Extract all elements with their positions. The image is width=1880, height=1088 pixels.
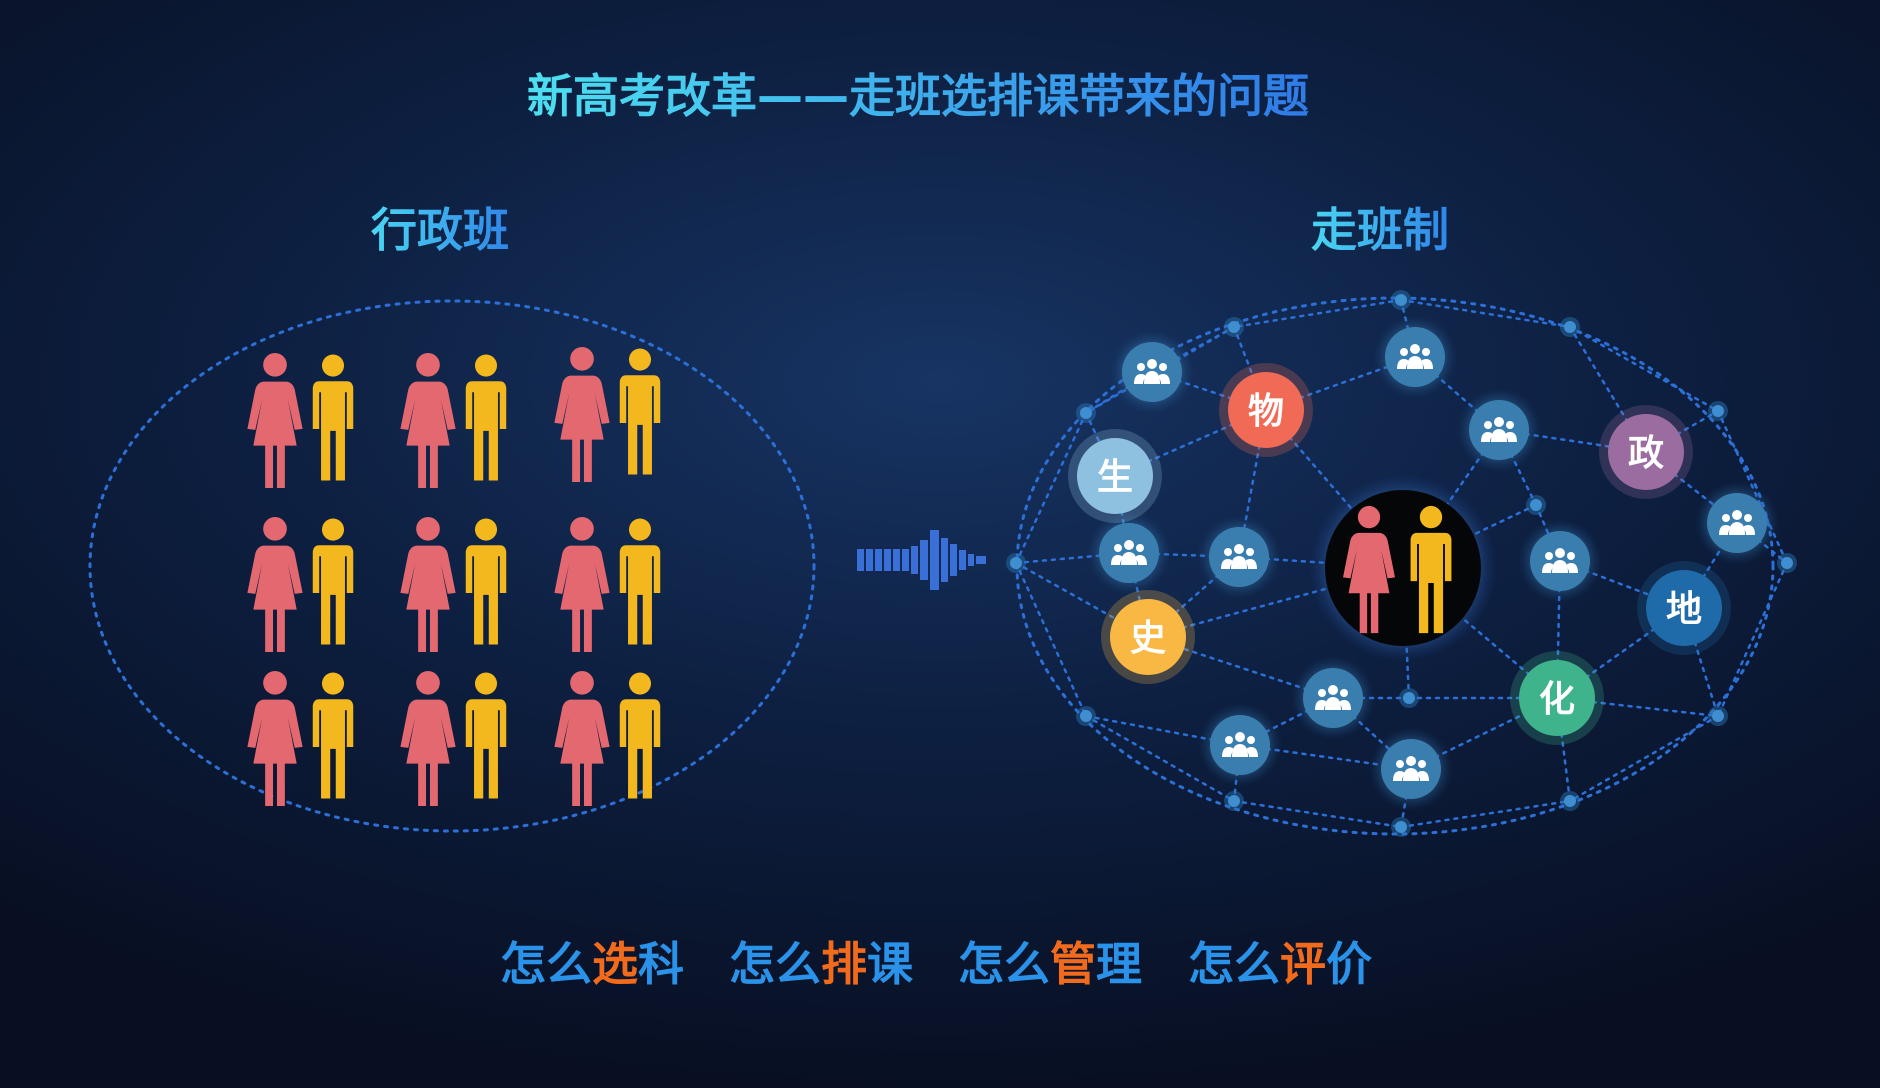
woman-icon (247, 352, 303, 489)
group-node (1369, 727, 1453, 811)
junction-dot (1781, 557, 1793, 569)
network-link (1568, 714, 1720, 803)
woman-icon (554, 670, 610, 807)
junction-dot (1080, 407, 1092, 419)
network-link (1237, 408, 1268, 559)
man-icon (312, 354, 354, 481)
junction-dot (1395, 821, 1407, 833)
question-evaluate: 怎么评价 (1188, 937, 1372, 991)
page-title: 新高考改革——走班选排课带来的问题 (527, 69, 1309, 123)
group-node (1457, 388, 1541, 472)
woman-icon (400, 670, 456, 807)
woman-icon (400, 352, 456, 489)
subject-label: 政 (1628, 433, 1664, 474)
woman-icon (400, 516, 456, 653)
woman-icon (554, 516, 610, 653)
administrative-class-group (88, 299, 816, 833)
man-icon (312, 518, 354, 645)
junction-dot (1712, 405, 1724, 417)
network-link (1232, 298, 1403, 329)
network-link (1568, 325, 1720, 413)
man-icon (312, 672, 354, 799)
network-link (1401, 566, 1559, 700)
junction-dot (1712, 710, 1724, 722)
junction-dot (1564, 321, 1576, 333)
right-arrow-icon (857, 530, 986, 590)
group-node (1110, 330, 1194, 414)
network-link (1150, 325, 1236, 374)
network-link (1014, 411, 1088, 565)
elective-network: 物生史 政地化 (1006, 290, 1797, 837)
group-node (1197, 515, 1281, 599)
man-icon (465, 518, 507, 645)
woman-icon (247, 670, 303, 807)
network-link (1014, 561, 1088, 718)
subject-label: 史 (1130, 618, 1166, 659)
woman-icon (247, 516, 303, 653)
right-section-label: 走班制 (1311, 203, 1449, 257)
network-link (1497, 428, 1648, 454)
group-node (1518, 519, 1602, 603)
group-node (1695, 481, 1779, 565)
subject-label: 物 (1248, 391, 1284, 432)
subject-node: 地 (1637, 561, 1731, 655)
group-nodes (1087, 315, 1779, 811)
man-icon (619, 348, 661, 475)
subject-label: 地 (1666, 589, 1702, 630)
subject-label: 生 (1097, 457, 1133, 498)
administrative-class-boundary (88, 299, 816, 833)
network-link (1399, 799, 1572, 829)
subject-node: 政 (1599, 405, 1693, 499)
subject-node: 物 (1219, 363, 1313, 457)
subject-node: 生 (1068, 429, 1162, 523)
question-row: 怎么选科 怎么排课 怎么管理 怎么评价 (500, 937, 1372, 991)
junction-dot (1530, 499, 1542, 511)
subject-node: 化 (1510, 651, 1604, 745)
question-schedule: 怎么排课 (729, 937, 914, 991)
man-icon (619, 518, 661, 645)
subject-nodes: 物生史 政地化 (1068, 363, 1731, 745)
group-node (1291, 656, 1375, 740)
network-link (1399, 298, 1572, 329)
junction-dot (1010, 557, 1022, 569)
junction-dot (1228, 795, 1240, 807)
people-grid (247, 346, 661, 807)
junction-dot (1228, 321, 1240, 333)
network-link (1084, 714, 1236, 803)
junction-dot (1403, 692, 1415, 704)
left-section-label: 行政班 (371, 203, 509, 257)
man-icon (465, 672, 507, 799)
junction-dot (1395, 294, 1407, 306)
junction-dot (1080, 710, 1092, 722)
woman-icon (554, 346, 610, 483)
subject-node: 史 (1101, 590, 1195, 684)
man-icon (465, 354, 507, 481)
question-select-subject: 怎么选科 (500, 937, 684, 991)
question-manage: 怎么管理 (958, 937, 1142, 991)
network-link (1014, 551, 1131, 565)
student-center-node (1309, 474, 1497, 662)
network-junctions (1006, 290, 1797, 837)
man-icon (619, 672, 661, 799)
group-node (1373, 315, 1457, 399)
group-node (1198, 703, 1282, 787)
group-node (1087, 511, 1171, 595)
junction-dot (1564, 795, 1576, 807)
network-link (1568, 325, 1648, 454)
network-link (1232, 799, 1403, 829)
network-link (1716, 561, 1789, 718)
subject-label: 化 (1539, 679, 1575, 720)
